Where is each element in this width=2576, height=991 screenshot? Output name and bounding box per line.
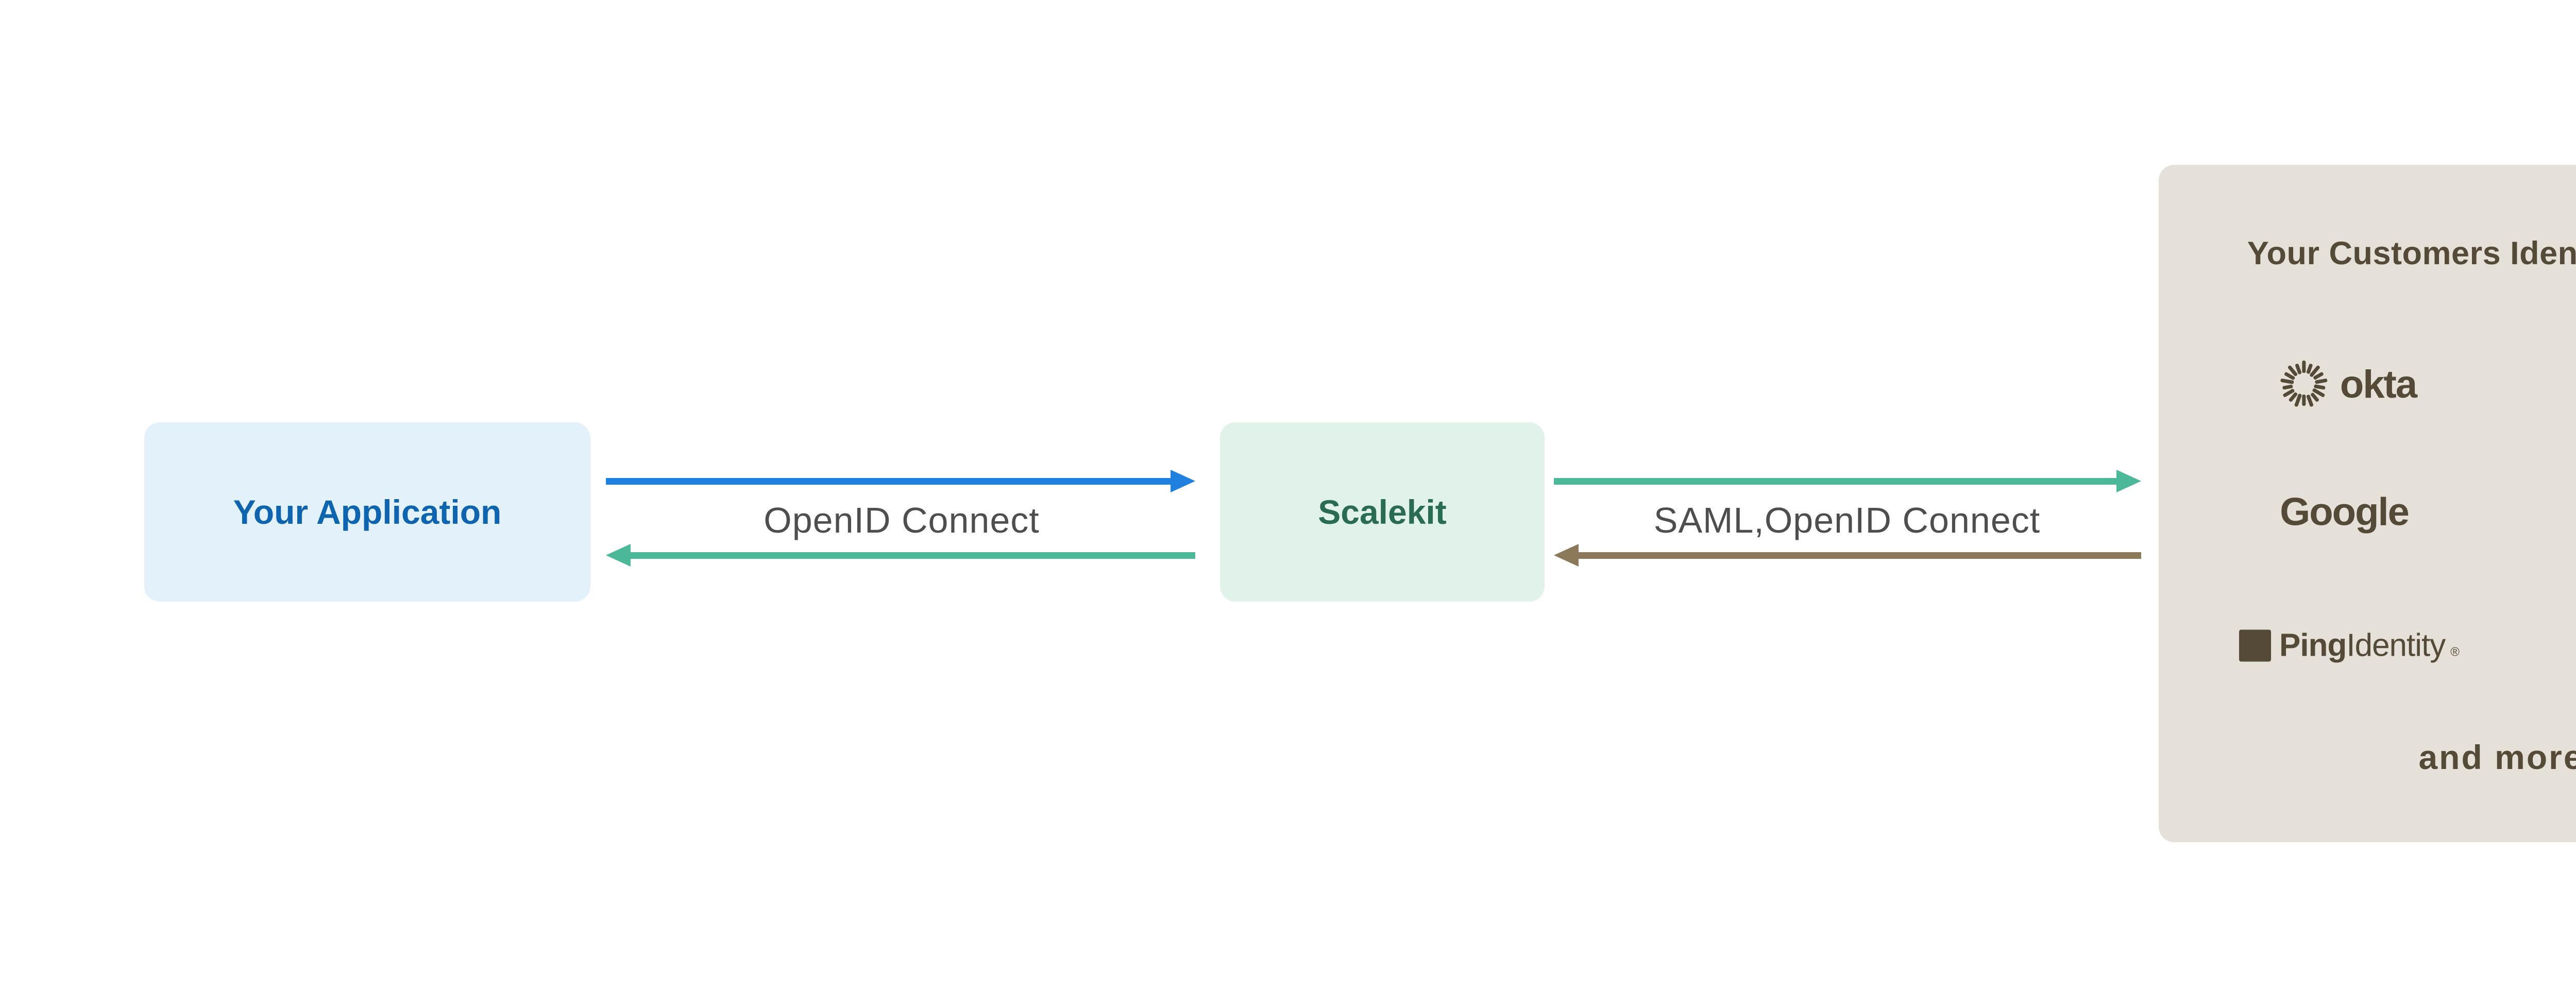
pingidentity-wordmark-bold: Ping	[2279, 627, 2347, 663]
identity-providers-panel-title: Your Customers Identity Providers	[2247, 235, 2576, 271]
scalekit-to-app-arrow	[631, 552, 1195, 559]
and-more-label: and more...	[2418, 738, 2576, 776]
your-application-box: Your Application	[144, 422, 590, 602]
pingidentity-wordmark-light: Identity	[2346, 627, 2446, 663]
ping-square-icon	[2239, 629, 2272, 661]
scalekit-box: Scalekit	[1220, 422, 1545, 602]
your-application-label: Your Application	[233, 493, 502, 531]
app-to-scalekit-arrow	[606, 478, 1171, 485]
identity-providers-panel: Your Customers Identity Providers	[2159, 165, 2576, 842]
idp-to-scalekit-arrowhead-icon	[1554, 544, 1579, 567]
okta-sunburst-icon	[2280, 361, 2328, 407]
scalekit-to-app-arrowhead-icon	[606, 544, 631, 567]
provider-google-logo: Google	[2280, 490, 2410, 535]
okta-wordmark: okta	[2340, 362, 2417, 406]
scalekit-to-idp-arrow	[1554, 478, 2116, 485]
scalekit-to-idp-arrowhead-icon	[2116, 470, 2141, 492]
pingidentity-registered-mark: ®	[2450, 645, 2460, 659]
scalekit-label: Scalekit	[1318, 493, 1447, 531]
provider-okta-logo: okta	[2278, 358, 2417, 410]
saml-openid-flow-label: SAML,OpenID Connect	[1653, 500, 2041, 540]
idp-to-scalekit-arrow	[1579, 552, 2141, 559]
openid-connect-flow-label: OpenID Connect	[764, 500, 1040, 540]
app-to-scalekit-arrowhead-icon	[1171, 470, 1195, 492]
google-wordmark: Google	[2280, 490, 2410, 534]
